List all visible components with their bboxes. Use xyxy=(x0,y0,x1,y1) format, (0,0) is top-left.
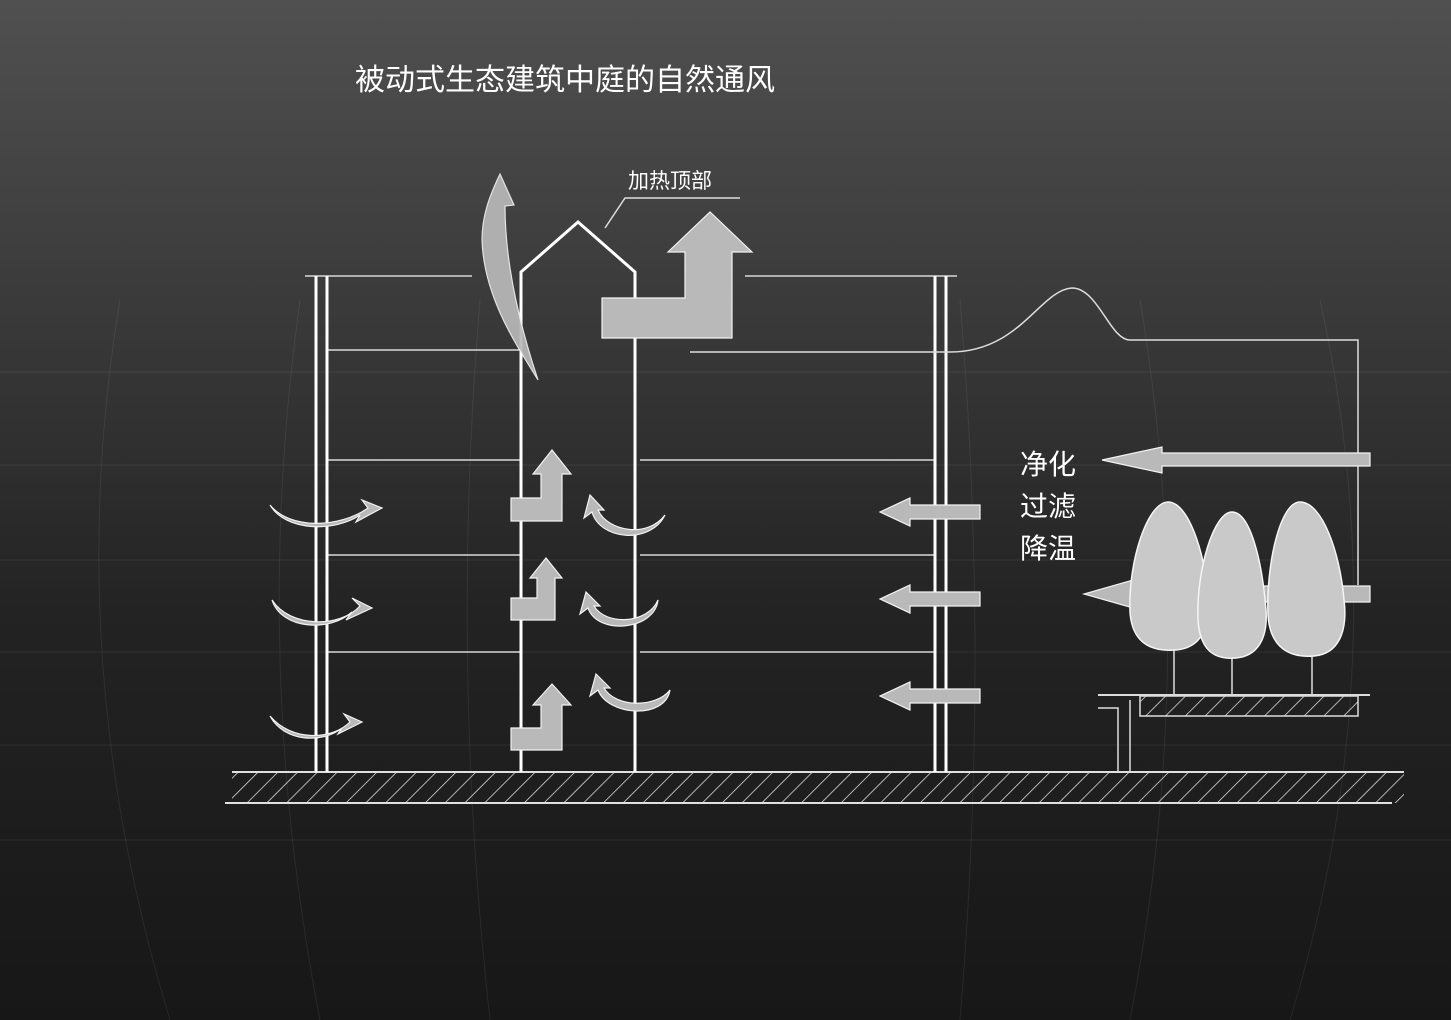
inflow-arrows xyxy=(878,497,981,711)
label-purify: 净化 xyxy=(1020,448,1076,481)
diagram-title: 被动式生态建筑中庭的自然通风 xyxy=(355,63,775,98)
atrium-swirl-arrows xyxy=(578,493,671,712)
trees xyxy=(1098,501,1370,772)
tree-1 xyxy=(1129,501,1210,651)
hot-air-exhaust-arrow xyxy=(601,211,754,339)
treatment-labels: 净化 过滤 降温 xyxy=(1020,448,1076,565)
fresh-air-upper-arrow xyxy=(1101,446,1371,474)
atrium-upflow-arrows xyxy=(510,449,573,751)
up-arrow-3 xyxy=(510,683,573,751)
background-grid xyxy=(0,299,1451,1020)
curved-updraft-arrow xyxy=(481,172,539,381)
tree-3 xyxy=(1267,501,1346,657)
up-arrow-2 xyxy=(510,557,564,621)
floor-slabs xyxy=(305,275,957,653)
atrium-chimney xyxy=(519,220,637,772)
site-profile-line xyxy=(690,287,1359,585)
label-filter: 过滤 xyxy=(1020,490,1076,523)
tree-2 xyxy=(1197,511,1267,659)
callout-leader-line xyxy=(604,197,740,229)
ground xyxy=(225,771,1404,804)
label-cool: 降温 xyxy=(1020,532,1076,565)
heated-top-label: 加热顶部 xyxy=(628,169,712,193)
left-swirl-arrows xyxy=(269,498,384,739)
up-arrow-1 xyxy=(510,449,573,522)
